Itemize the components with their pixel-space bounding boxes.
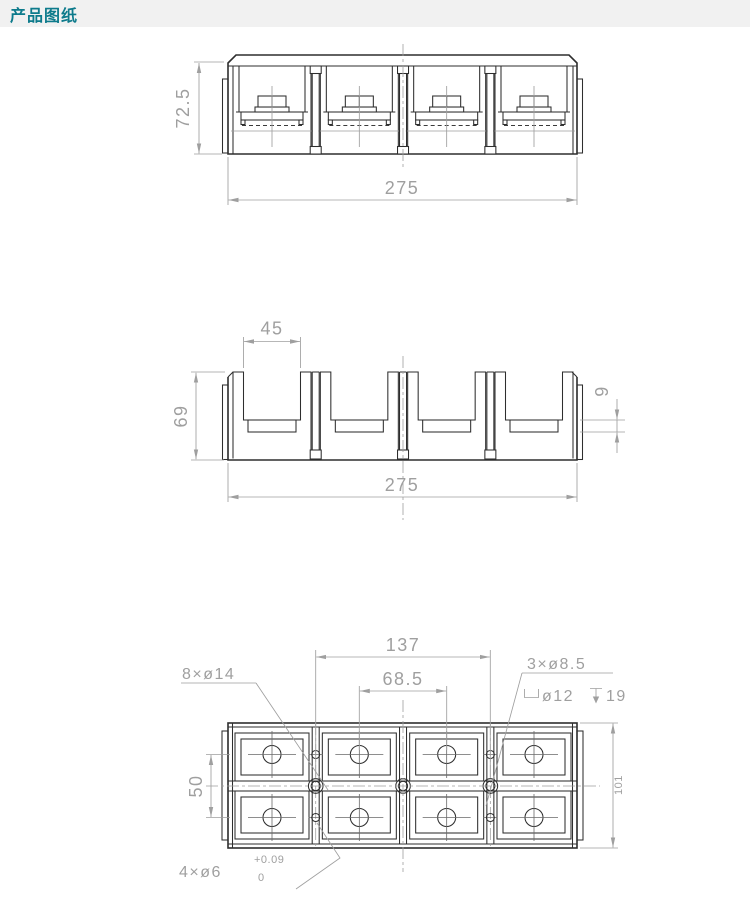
section-height-dim: 69: [171, 404, 191, 427]
front-height-dim: 72.5: [173, 87, 193, 128]
section-width-dim: 275: [385, 475, 420, 495]
page-title: 产品图纸: [10, 7, 79, 25]
front-width-dim: 275: [385, 178, 420, 198]
section-view: 45 69 9 275: [171, 319, 625, 520]
front-dimensions: 72.5 275: [173, 61, 578, 205]
section-pocket-width-dim: 45: [260, 319, 283, 339]
header-bar: 产品图纸: [0, 0, 750, 27]
front-view: 72.5 275: [173, 44, 584, 205]
cbore-dia-label: ø12: [542, 688, 574, 705]
plan-row-spacing-dim: 50: [186, 774, 206, 797]
small-holes-label: 4×ø6: [179, 864, 222, 881]
plan-view: 137 68.5 50 101 8×ø14 3×ø8.5 ø12 19 4×ø6: [179, 635, 627, 890]
large-holes-label: 8×ø14: [182, 666, 235, 683]
section-dimensions: 45 69 9 275: [171, 319, 625, 502]
cbore-depth-label: 19: [606, 688, 627, 705]
depth-icon: [590, 688, 602, 704]
cbore-count-label: 3×ø8.5: [527, 656, 586, 673]
counterbore-icon: [524, 689, 539, 698]
small-holes-tol-upper: +0.09: [254, 854, 284, 866]
plan-height-dim: 101: [613, 775, 625, 795]
plan-hole-callouts: 8×ø14 3×ø8.5 ø12 19 4×ø6 +0.09 0: [179, 656, 627, 890]
plan-dimensions: 137 68.5 50 101: [186, 635, 625, 849]
small-holes-tol-lower: 0: [258, 872, 265, 884]
plan-hole-span-dim: 137: [386, 635, 421, 655]
plan-pitch-dim: 68.5: [382, 669, 423, 689]
section-step-dim: 9: [592, 385, 612, 397]
